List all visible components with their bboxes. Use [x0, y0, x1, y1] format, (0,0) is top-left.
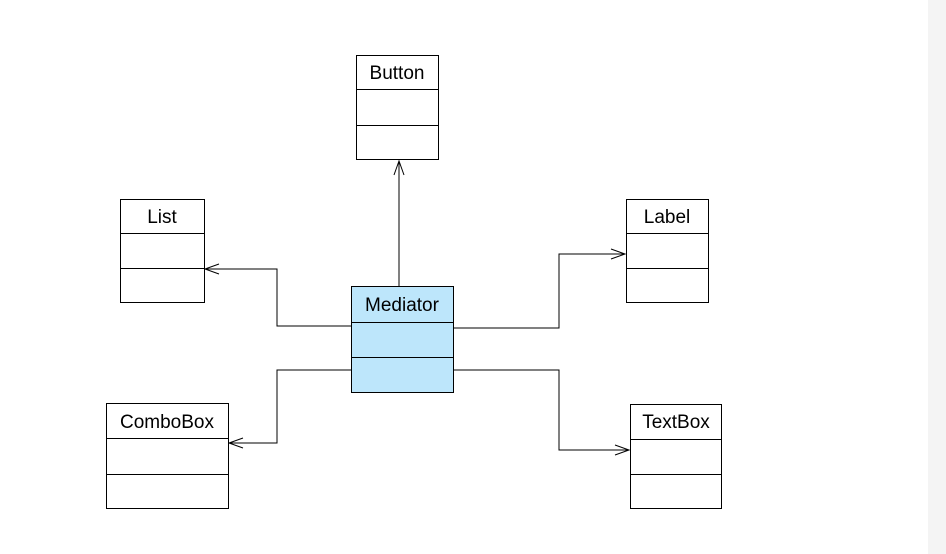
class-combobox-name: ComboBox: [120, 412, 214, 433]
class-mediator-name: Mediator: [365, 295, 440, 316]
side-panel: [928, 0, 946, 554]
class-label-name: Label: [644, 207, 691, 228]
connector-mediator-combobox: [229, 369, 352, 444]
connector-mediator-label: [453, 253, 625, 329]
class-label-frame: [626, 199, 709, 303]
class-mediator: Mediator: [351, 286, 454, 393]
class-textbox-name: TextBox: [642, 412, 710, 433]
arrowhead-label: [610, 248, 627, 260]
class-textbox-frame: [630, 404, 722, 509]
class-label: Label: [626, 199, 709, 303]
class-list-frame: [120, 199, 205, 303]
class-mediator-frame: [351, 286, 454, 393]
class-button: Button: [356, 55, 439, 160]
arrowhead-textbox: [614, 444, 631, 456]
class-textbox: TextBox: [630, 404, 722, 509]
class-combobox-frame: [106, 403, 229, 509]
connector-mediator-list: [205, 268, 352, 327]
class-button-frame: [356, 55, 439, 160]
class-list: List: [120, 199, 205, 303]
class-list-name: List: [147, 207, 177, 228]
class-combobox: ComboBox: [106, 403, 229, 509]
arrowhead-button: [393, 159, 405, 176]
class-button-name: Button: [370, 63, 425, 84]
connector-mediator-textbox: [453, 369, 629, 451]
